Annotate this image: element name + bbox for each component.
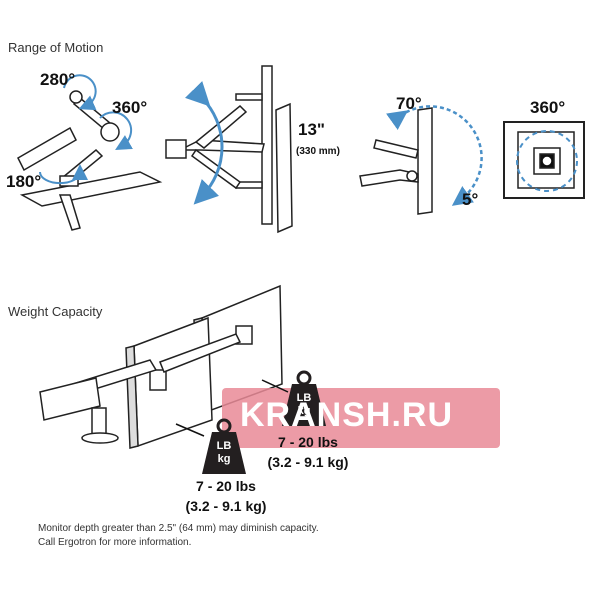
rotation-label: 360° — [530, 98, 566, 117]
footnote-line-1: Monitor depth greater than 2.5" (64 mm) … — [38, 523, 319, 534]
weight-icon-right-text: LB kg — [292, 392, 316, 418]
capacity-right-kg: (3.2 - 9.1 kg) — [267, 454, 349, 470]
tilt-range-arrow — [386, 105, 483, 206]
dual-monitor-arm-figure — [39, 284, 283, 449]
leader-line-left — [175, 423, 205, 437]
arm-base-rotation-label: 180° — [6, 172, 42, 191]
weight-capacity-title: Weight Capacity — [8, 304, 103, 319]
watermark-text: KRANSH.RU — [240, 396, 453, 434]
capacity-right-label: 7 - 20 lbs (3.2 - 9.1 kg) — [252, 432, 364, 472]
range-of-motion-title: Range of Motion — [8, 40, 104, 55]
tilt-up-label: 70° — [396, 94, 422, 113]
weight-icon-right-unit-top: LB — [296, 392, 312, 404]
weight-icon-left-unit-top: LB — [216, 440, 232, 452]
footnote-line-2: Call Ergotron for more information. — [38, 537, 192, 548]
tilt-down-label: 5° — [462, 190, 479, 209]
capacity-left-kg: (3.2 - 9.1 kg) — [185, 498, 267, 514]
rotate-range-circle — [516, 130, 578, 192]
arm-top-rotation-label: 280° — [40, 70, 76, 89]
arm-right-rotation-label: 360° — [112, 98, 148, 117]
rotate-motion-figure — [503, 121, 585, 199]
capacity-left-label: 7 - 20 lbs (3.2 - 9.1 kg) — [170, 476, 282, 516]
lift-range-arrow — [185, 81, 224, 205]
weight-icon-left-unit-bottom: kg — [217, 453, 231, 465]
leader-line-right — [261, 379, 289, 393]
lift-range-label: 13" — [298, 120, 325, 139]
capacity-right-lbs: 7 - 20 lbs — [278, 434, 338, 450]
weight-icon-left-text: LB kg — [212, 440, 236, 466]
capacity-footnote: Monitor depth greater than 2.5" (64 mm) … — [38, 522, 398, 550]
rotation-280-arrow — [63, 74, 97, 111]
rotation-360-arrow — [99, 111, 133, 150]
rotation-180-arrow — [39, 164, 88, 185]
weight-icon-left — [202, 418, 246, 474]
capacity-left-lbs: 7 - 20 lbs — [196, 478, 256, 494]
lift-range-metric-label: (330 mm) — [296, 146, 340, 157]
weight-icon-right-unit-bottom: kg — [297, 405, 311, 417]
weight-icon-right — [282, 370, 326, 426]
